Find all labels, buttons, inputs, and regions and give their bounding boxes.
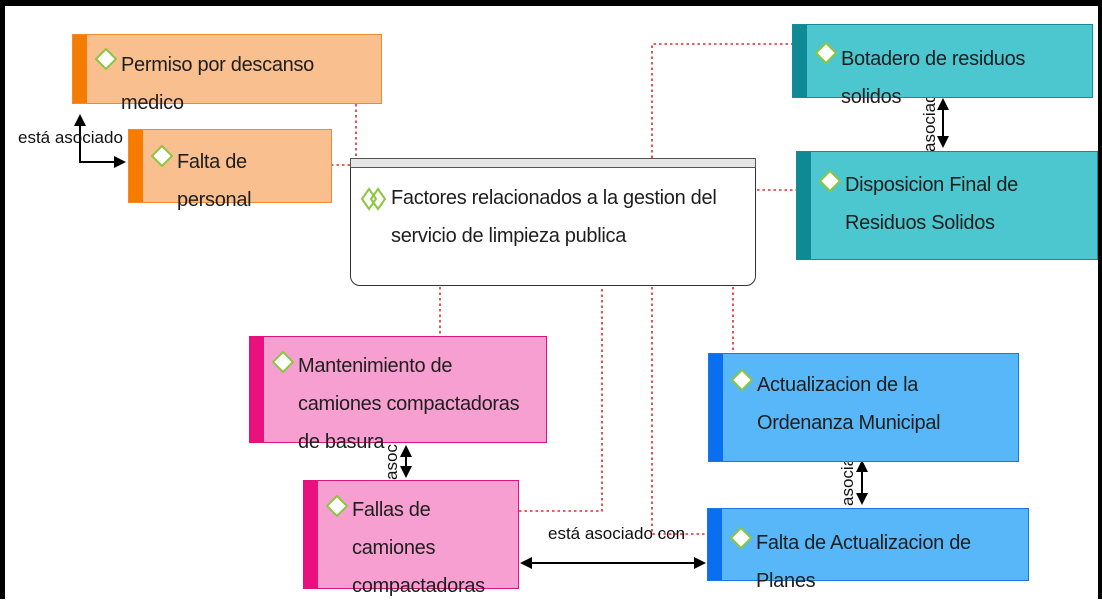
node-mantenimiento-camiones[interactable]: Mantenimiento de camiones compactadoras …: [249, 336, 547, 453]
diamond-outline-icon: [95, 48, 117, 70]
node-label: Fallas de camiones compactadoras: [352, 499, 485, 597]
node-label: Permiso por descanso medico: [121, 54, 314, 114]
node-label: Falta de personal: [177, 151, 252, 211]
diamond-outline-icon: [730, 527, 752, 549]
node-label: Actualizacion de la Ordenanza Municipal: [757, 374, 941, 434]
link-planes-central: [651, 287, 707, 535]
node-falta-actualizacion-planes[interactable]: Falta de Actualizacion de Planes: [707, 508, 1029, 592]
relation-label-permiso-personal: está asociado c: [18, 128, 137, 147]
diamond-outline-icon: [819, 170, 841, 192]
frame-top-border: [0, 0, 1102, 6]
node-label: Disposicion Final de Residuos Solidos: [845, 174, 1018, 234]
diamond-outline-icon: [151, 145, 173, 167]
node-falta-personal[interactable]: Falta de personal: [128, 129, 332, 211]
node-label: Botadero de residuos solidos: [841, 48, 1026, 108]
node-color-bar: [250, 337, 264, 442]
arrow-permiso-personal: [74, 114, 126, 168]
central-node-header-bar: [350, 158, 756, 168]
node-color-bar: [793, 25, 807, 97]
diamond-outline-icon: [731, 369, 753, 391]
frame-left-border: [0, 0, 5, 599]
frame-right-border: [1098, 0, 1102, 599]
relation-arrows: [74, 98, 949, 569]
node-disposicion-final[interactable]: Disposicion Final de Residuos Solidos: [796, 151, 1098, 260]
relation-label-ordenanza-planes: asocia: [838, 456, 857, 506]
node-label: Mantenimiento de camiones compactadoras …: [298, 355, 520, 453]
link-fallas-central: [519, 287, 603, 512]
node-label: Falta de Actualizacion de Planes: [756, 532, 971, 592]
node-color-bar: [73, 35, 87, 103]
node-color-bar: [708, 509, 722, 580]
central-node-label: Factores relacionados a la gestion del s…: [391, 187, 717, 247]
diamond-outline-icon: [272, 351, 294, 373]
relation-label-fallas-planes: está asociado con: [548, 524, 686, 543]
node-color-bar: [304, 481, 318, 588]
node-color-bar: [797, 152, 811, 259]
node-color-bar: [709, 354, 723, 461]
dotted-links: [331, 43, 796, 535]
node-fallas-camiones[interactable]: Fallas de camiones compactadoras: [303, 480, 519, 597]
link-botadero-central: [651, 43, 792, 158]
node-botadero-residuos[interactable]: Botadero de residuos solidos: [792, 24, 1093, 108]
diamond-outline-icon: [326, 495, 348, 517]
node-color-bar: [129, 130, 143, 202]
node-permiso-descanso-medico[interactable]: Permiso por descanso medico: [72, 34, 382, 114]
diamond-outline-icon: [815, 42, 837, 64]
central-node[interactable]: Factores relacionados a la gestion del s…: [350, 158, 756, 286]
double-diamond-icon: [361, 187, 387, 211]
node-actualizacion-ordenanza[interactable]: Actualizacion de la Ordenanza Municipal: [708, 353, 1019, 462]
